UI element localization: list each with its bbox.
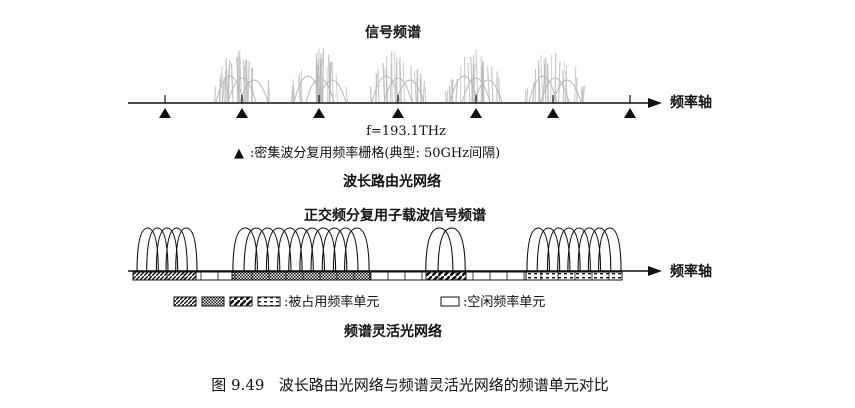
wavelength-routed-network-label: 波长路由光网络 — [343, 173, 441, 190]
top-axis-ticks — [165, 95, 630, 103]
dwdm-grid-markers — [159, 108, 636, 118]
idle-swatch-icon — [441, 297, 459, 306]
spectrum-texture-stroke — [248, 61, 249, 102]
occupied-swatch-checker-icon — [202, 297, 224, 306]
spectrum-texture-stroke — [378, 69, 379, 102]
signal-spectrum-bump — [291, 49, 347, 102]
spectrum-texture-stroke — [499, 77, 500, 102]
bottom-axis-label: 频率轴 — [670, 263, 712, 280]
spectrum-texture-stroke — [411, 65, 412, 102]
grid-marker-triangle-icon — [624, 108, 636, 118]
spectrum-texture-stroke — [425, 86, 426, 102]
spectrum-texture-stroke — [559, 62, 560, 102]
spectrum-texture-stroke — [215, 86, 216, 102]
top-spectrum-title: 信号频谱 — [365, 24, 421, 41]
ofdm-subcarrier-group — [426, 228, 465, 272]
grid-marker-triangle-icon — [392, 108, 404, 118]
flexible-spectrum-network-label: 频谱灵活光网络 — [344, 323, 442, 340]
signal-spectrum-bump — [370, 51, 425, 102]
spectrum-texture-stroke — [346, 87, 348, 102]
top-axis-label: 频率轴 — [670, 94, 712, 111]
spectrum-texture-stroke — [533, 81, 534, 102]
spectrum-texture-stroke — [527, 88, 528, 102]
center-frequency-label: f=193.1THz — [366, 124, 446, 139]
frequency-slot-segment — [232, 272, 370, 280]
grid-marker-triangle-icon — [547, 108, 559, 118]
frequency-slot-segment — [370, 272, 426, 280]
ofdm-subcarrier-group — [137, 228, 197, 272]
spectrum-texture-stroke — [541, 55, 543, 102]
frequency-slot-segment — [133, 272, 196, 280]
occupied-swatch-dashed-icon — [258, 297, 280, 306]
spectrum-texture-stroke — [291, 91, 292, 102]
grid-marker-triangle-icon — [313, 108, 325, 118]
top-axis-arrow-icon — [648, 98, 662, 108]
ofdm-subcarrier-spectra — [137, 228, 621, 272]
spectrum-texture-stroke — [383, 63, 384, 102]
frequency-slot-row — [133, 272, 622, 280]
spectrum-texture-stroke — [391, 52, 392, 102]
grid-legend-text: :密集波分复用频率栅格(典型: 50GHz间隔) — [250, 145, 500, 161]
spectrum-texture-stroke — [575, 66, 576, 102]
frequency-slot-segment — [426, 272, 466, 280]
spectrum-texture-stroke — [231, 63, 233, 102]
spectrum-texture-stroke — [370, 86, 371, 102]
ofdm-spectrum-title: 正交频分复用子载波信号频谱 — [304, 207, 486, 224]
spectrum-texture-stroke — [323, 49, 324, 102]
spectrum-texture-stroke — [225, 70, 226, 102]
grid-legend-marker-icon: ▲ — [234, 146, 244, 161]
figure-caption: 图 9.49 波长路由光网络与频谱灵活光网络的频谱单元对比 — [211, 376, 608, 394]
spectrum-texture-stroke — [245, 67, 246, 102]
spectrum-texture-stroke — [415, 71, 417, 102]
ofdm-subcarrier-group — [527, 228, 621, 272]
occupied-slot-label: :被占用频率单元 — [284, 294, 379, 310]
spectrum-texture-stroke — [268, 80, 269, 102]
occupied-swatch-diagonal-icon — [174, 297, 196, 306]
bottom-axis-arrow-icon — [648, 266, 662, 276]
signal-spectrum-bump — [445, 49, 502, 102]
spectrum-texture-stroke — [336, 74, 337, 102]
signal-spectrum-bump — [215, 51, 269, 102]
grid-marker-triangle-icon — [236, 108, 248, 118]
spectrum-texture-stroke — [551, 54, 552, 102]
frequency-slot-segment — [466, 272, 526, 280]
idle-slot-label: :空闲频率单元 — [463, 294, 545, 310]
spectrum-texture-stroke — [492, 66, 493, 102]
signal-spectra — [215, 49, 585, 102]
signal-spectrum-bump — [525, 53, 584, 102]
grid-marker-triangle-icon — [470, 108, 482, 118]
occupied-swatch-wide-diagonal-icon — [230, 297, 252, 306]
grid-marker-triangle-icon — [159, 108, 171, 118]
spectrum-texture-stroke — [581, 89, 582, 102]
ofdm-subcarrier-group — [233, 228, 369, 272]
frequency-slot-segment — [526, 272, 622, 280]
spectrum-texture-stroke — [565, 65, 566, 102]
